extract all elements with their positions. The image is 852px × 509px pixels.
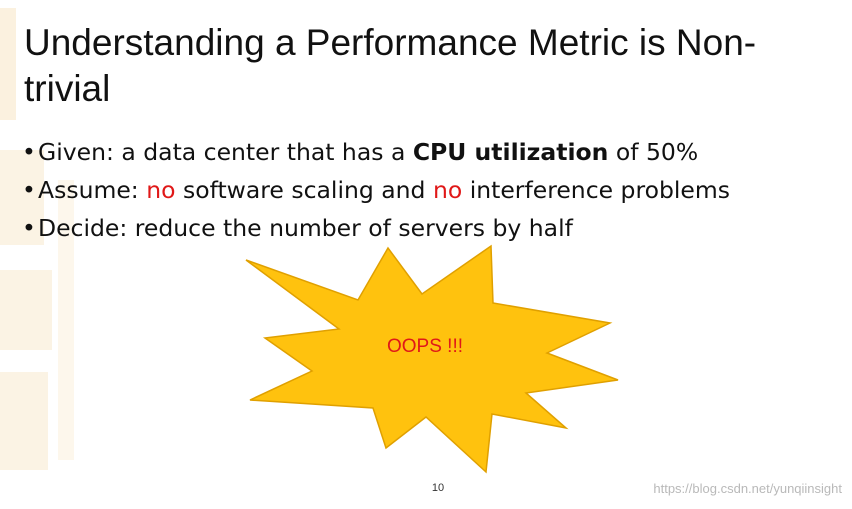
bullet-text: reduce the number of servers by half bbox=[127, 214, 573, 242]
bullet-list: •Given: a data center that has a CPU uti… bbox=[22, 133, 842, 247]
bullet-label: Decide: bbox=[38, 214, 128, 242]
bullet-item: •Assume: no software scaling and no inte… bbox=[22, 171, 842, 209]
starburst-polygon bbox=[245, 244, 619, 474]
watermark: https://blog.csdn.net/yunqiinsight bbox=[653, 481, 842, 496]
bullet-icon: • bbox=[22, 176, 36, 204]
bullet-item: •Decide: reduce the number of servers by… bbox=[22, 209, 842, 247]
bullet-label: Given: bbox=[38, 138, 114, 166]
bullet-item: •Given: a data center that has a CPU uti… bbox=[22, 133, 842, 171]
bullet-icon: • bbox=[22, 214, 36, 242]
highlight-word: no bbox=[432, 176, 463, 204]
bullet-text: interference problems bbox=[462, 176, 731, 204]
bullet-label: Assume: bbox=[38, 176, 139, 204]
oops-callout: OOPS !!! bbox=[386, 336, 464, 357]
page-number: 10 bbox=[431, 482, 445, 494]
starburst-shape bbox=[245, 244, 619, 474]
bullet-text: a data center that has a bbox=[113, 138, 413, 166]
slide-title: Understanding a Performance Metric is No… bbox=[24, 22, 757, 109]
bullet-emphasis: CPU utilization bbox=[412, 138, 609, 166]
bullet-text: of 50% bbox=[608, 138, 699, 166]
highlight-word: no bbox=[146, 176, 176, 204]
bullet-text: software scaling and bbox=[175, 176, 433, 204]
bullet-icon: • bbox=[22, 138, 36, 166]
